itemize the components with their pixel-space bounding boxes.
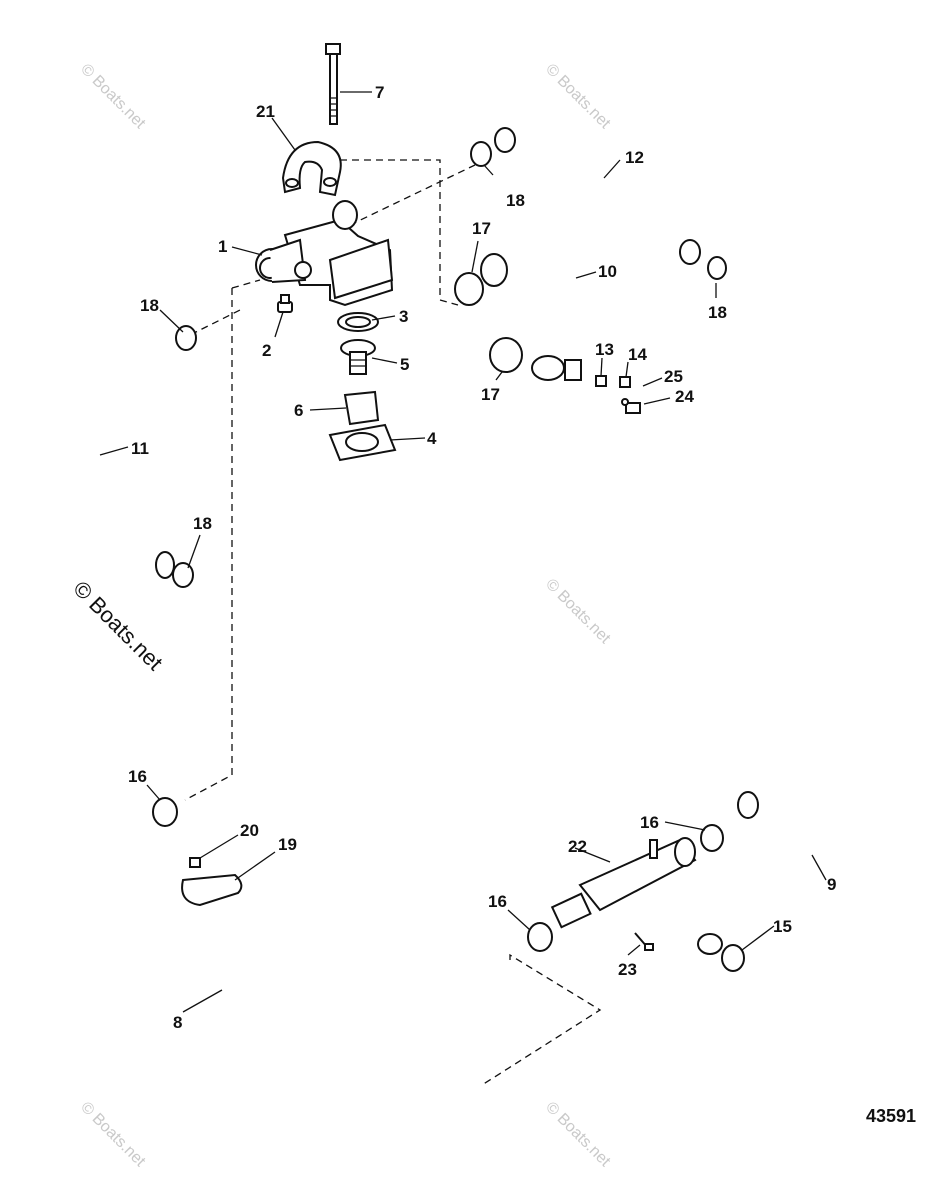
callout-12: 12 xyxy=(625,148,644,167)
callout-24: 24 xyxy=(675,387,694,406)
callout-3: 3 xyxy=(399,307,408,326)
clamp-18 xyxy=(172,562,194,588)
callout-9: 9 xyxy=(827,875,836,894)
callout-8: 8 xyxy=(173,1013,182,1032)
callout-1: 1 xyxy=(218,237,227,256)
callout-18-top: 18 xyxy=(506,191,525,210)
callout-5: 5 xyxy=(400,355,409,374)
callout-16-right: 16 xyxy=(640,813,659,832)
callout-18-left-top: 18 xyxy=(140,296,159,315)
callout-11: 11 xyxy=(131,439,149,458)
callout-22: 22 xyxy=(568,837,587,856)
callout-23: 23 xyxy=(618,960,637,979)
clamp-16 xyxy=(152,797,178,827)
callout-13: 13 xyxy=(595,340,614,359)
hose-part-11 xyxy=(53,343,177,579)
leader-lines xyxy=(99,91,827,1013)
hose-clamps xyxy=(152,141,745,972)
callout-6: 6 xyxy=(294,401,303,420)
assembly-lines xyxy=(179,159,602,1086)
clamp-18 xyxy=(175,325,197,351)
callout-21: 21 xyxy=(256,102,275,121)
callout-19: 19 xyxy=(278,835,297,854)
callout-25: 25 xyxy=(664,367,683,386)
callout-10: 10 xyxy=(598,262,617,281)
hose-part-10 xyxy=(479,239,587,386)
callout-20: 20 xyxy=(240,821,259,840)
callout-16-middle: 16 xyxy=(488,892,507,911)
nut-part-20 xyxy=(189,857,201,868)
clamp-16 xyxy=(700,824,724,852)
hose-part-9 xyxy=(679,778,843,958)
watermark: © Boats.net xyxy=(542,576,614,648)
reference-number: 43591 xyxy=(866,1106,916,1126)
clamp-18 xyxy=(470,141,492,167)
clamp-17 xyxy=(454,272,484,306)
thermostat-part-5 xyxy=(340,339,376,375)
watermark: © Boats.net xyxy=(542,1099,614,1171)
clamp-18 xyxy=(707,256,727,280)
callout-17-top: 17 xyxy=(472,219,491,238)
watermark: © Boats.net xyxy=(68,576,167,675)
gasket-part-3-hole xyxy=(345,316,371,328)
fitting-part-22 xyxy=(550,837,697,929)
callout-17-bottom: 17 xyxy=(481,385,500,404)
callout-18-left-bottom: 18 xyxy=(193,514,212,533)
fittings-13-14-24-25 xyxy=(595,375,641,414)
bolt-part-7 xyxy=(325,43,341,125)
hose-part-12 xyxy=(493,108,702,265)
strap-part-19 xyxy=(181,873,243,907)
watermark: © Boats.net xyxy=(77,1099,149,1171)
clamp-part-21 xyxy=(281,140,342,197)
sleeve-part-6 xyxy=(343,390,380,426)
thermostat-housing-part-1 xyxy=(255,200,394,307)
callout-7: 7 xyxy=(375,83,384,102)
gasket-part-4 xyxy=(328,423,397,462)
screw-part-23 xyxy=(634,932,654,951)
callout-14: 14 xyxy=(628,345,647,364)
callout-18-right: 18 xyxy=(708,303,727,322)
clamp-15 xyxy=(721,944,745,972)
callout-2: 2 xyxy=(262,341,271,360)
plug-part-2 xyxy=(277,294,293,313)
callout-4: 4 xyxy=(427,429,437,448)
clamp-17 xyxy=(489,337,523,373)
callout-15: 15 xyxy=(773,917,792,936)
callout-16-left: 16 xyxy=(128,767,147,786)
clamp-16 xyxy=(527,922,553,952)
callout-numbers: 7 21 1 2 3 5 6 4 18 11 18 18 12 18 17 10… xyxy=(128,83,836,1032)
watermark: © Boats.net xyxy=(77,61,149,133)
hose-part-8 xyxy=(47,820,483,1138)
